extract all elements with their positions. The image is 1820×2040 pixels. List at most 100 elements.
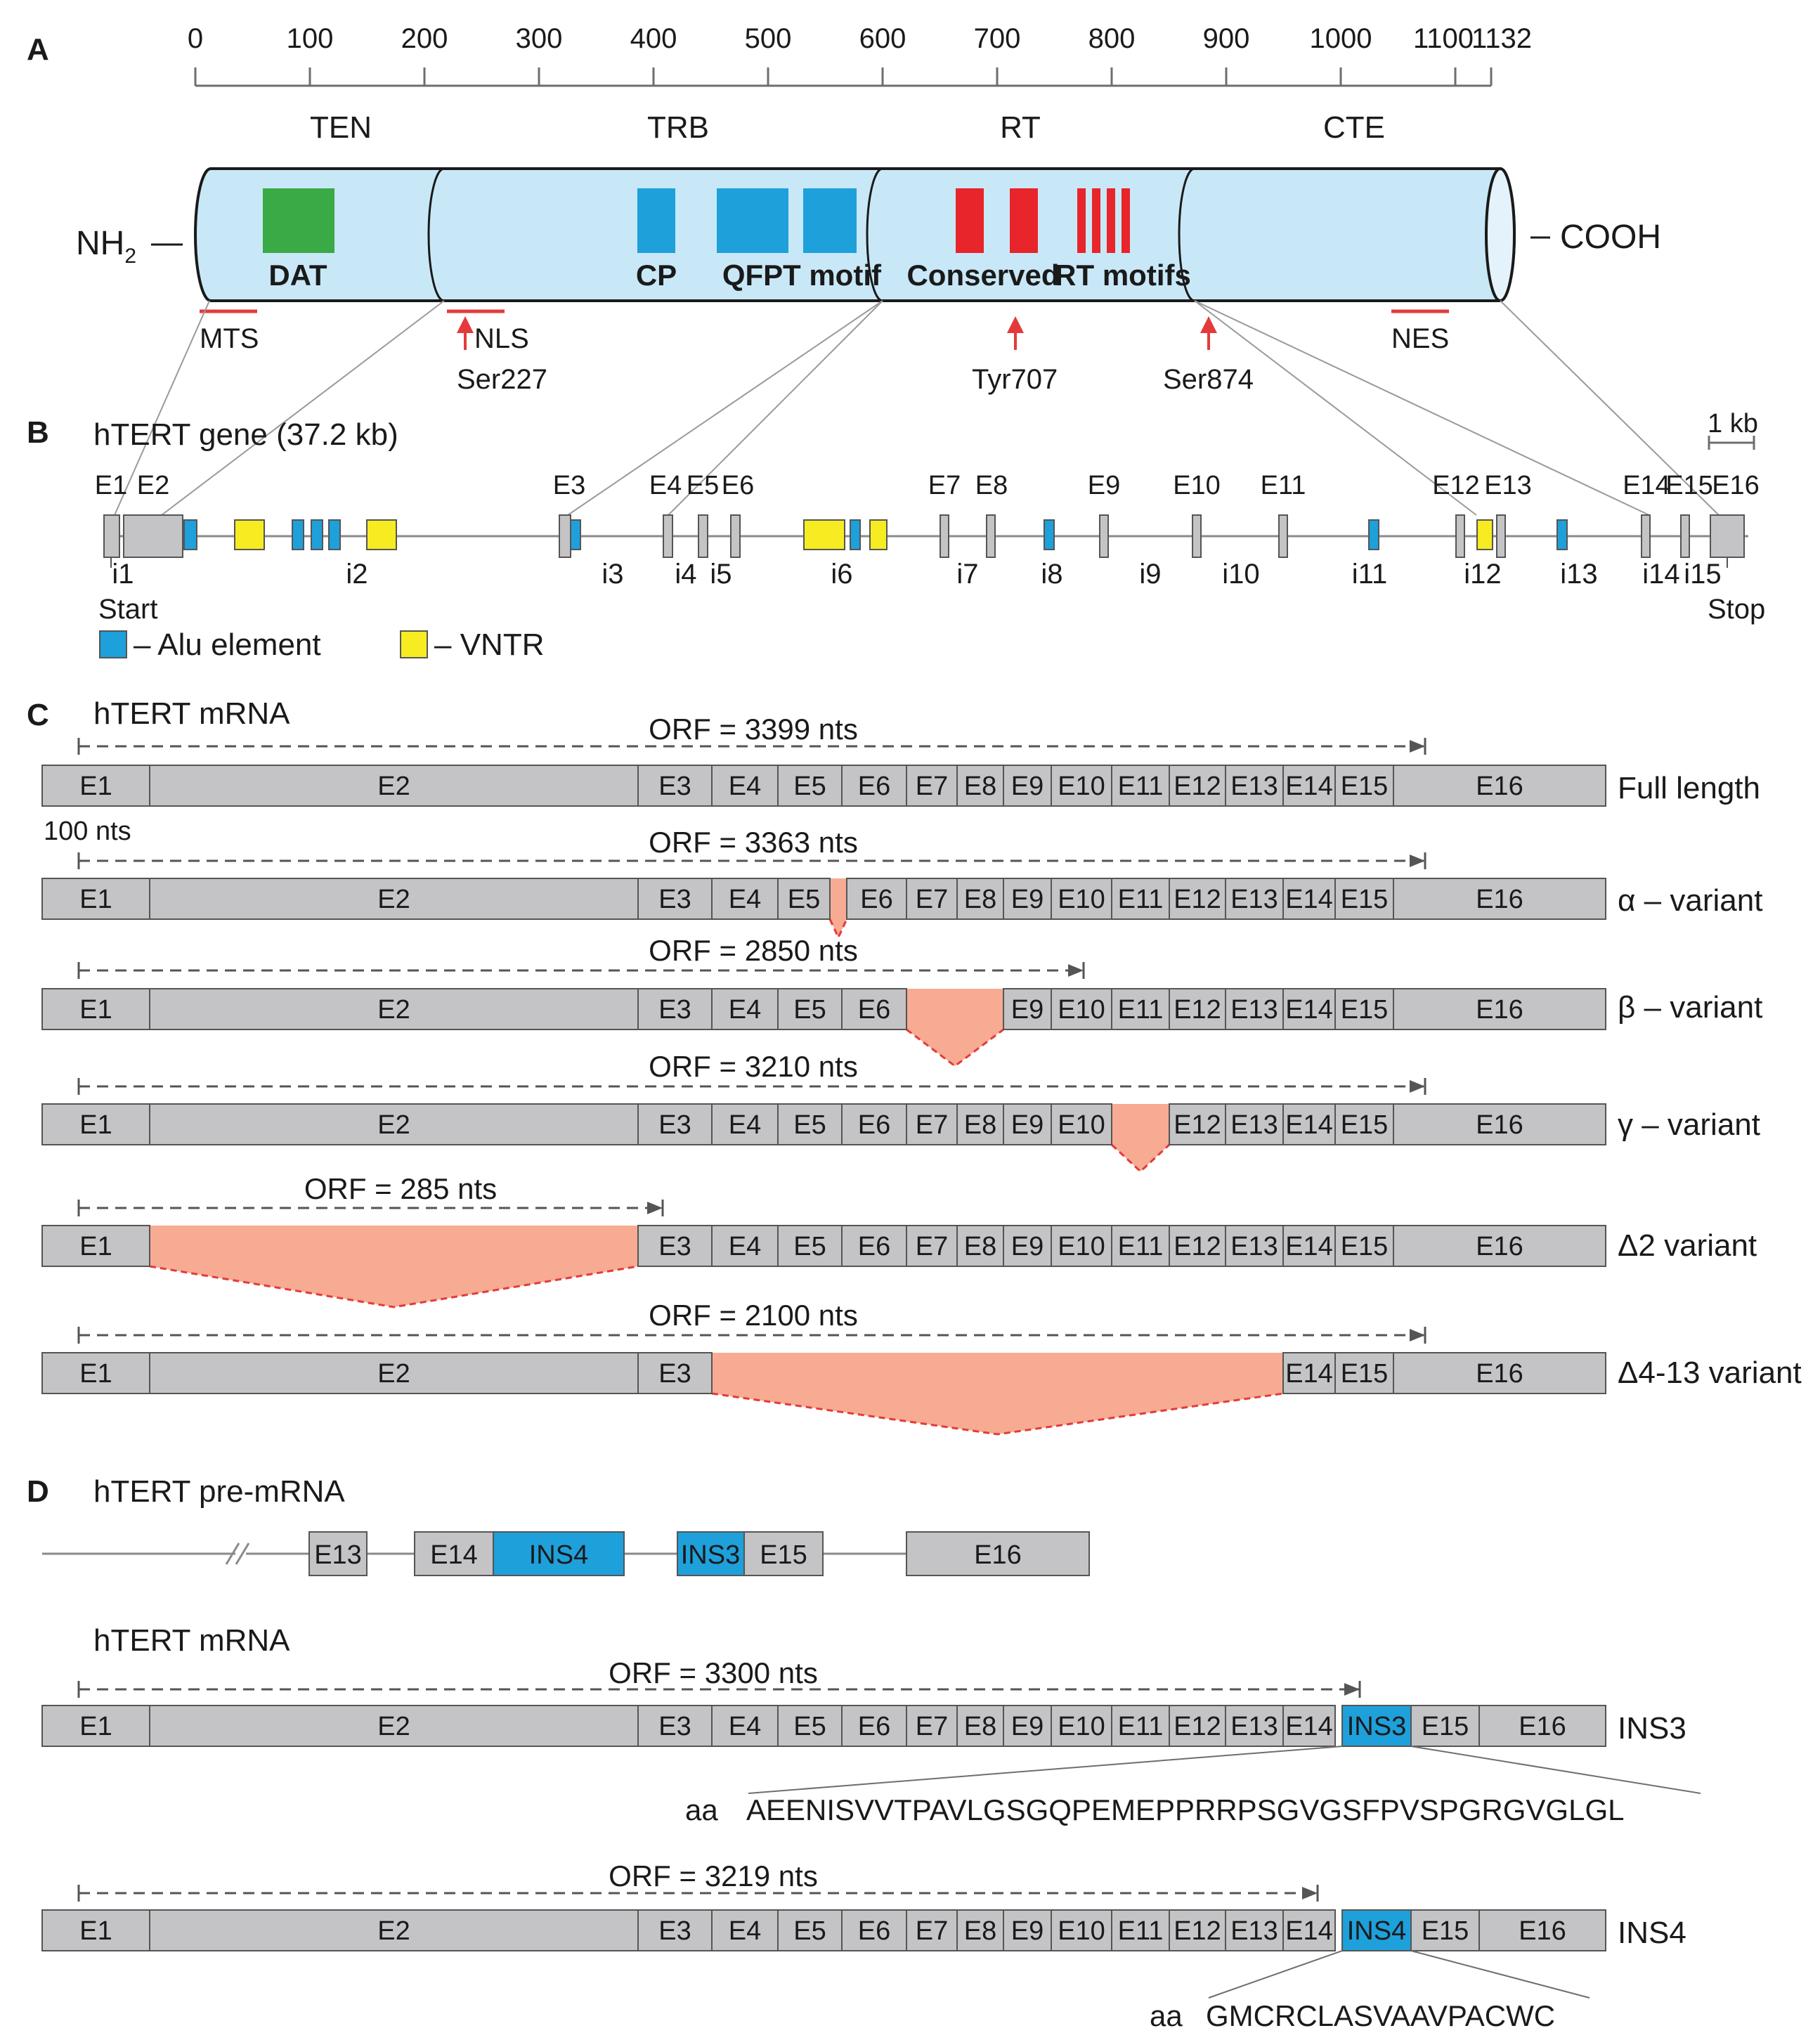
ins4-aa-sequence: GMCRCLASVAAVPACWC (1206, 1999, 1555, 2032)
mrna-exon (906, 878, 958, 920)
domain-label: RT (1000, 110, 1041, 145)
intron-label: i4 (675, 559, 696, 590)
mrna-exon-label: E13 (1230, 1916, 1278, 1946)
t-motif-block (803, 188, 857, 253)
deletion-region (712, 1353, 1283, 1434)
orf-length-label: ORF = 3219 nts (609, 1859, 818, 1892)
gene-exon-label: E2 (137, 471, 169, 500)
mrna-exon-label: E15 (1341, 1232, 1389, 1261)
mrna-exon (637, 878, 713, 920)
ruler-tick: 600 (859, 23, 906, 54)
mrna-exon-label: E9 (1011, 1232, 1044, 1261)
mrna-exon (841, 765, 907, 807)
vntr-legend-label: – VNTR (434, 628, 544, 662)
gene-exon-block (663, 514, 673, 558)
mrna-exon-label: E10 (1058, 1916, 1105, 1946)
mrna-exon-label: E9 (1011, 1110, 1044, 1140)
ins3-aa-sequence: AEENISVVTPAVLGSGQPEMEPPRRPSGVGSFPVSPGRGV… (746, 1793, 1624, 1826)
mrna-exon-label: E12 (1174, 772, 1221, 801)
mrna-exon (1393, 1103, 1606, 1145)
mrna-exon-label: E3 (658, 885, 691, 914)
mrna-exon-label: E7 (916, 1110, 948, 1140)
mrna-exon (1169, 1103, 1226, 1145)
mrna-exon (41, 1103, 150, 1145)
mrna-exon (41, 1705, 150, 1747)
mrna-exon (1334, 1352, 1394, 1394)
mts-label: MTS (200, 323, 259, 354)
mrna-exon-label: E16 (1476, 995, 1523, 1025)
gene-exon-block (1099, 514, 1109, 558)
mrna-exon (1003, 765, 1052, 807)
insertion-block (1341, 1705, 1412, 1747)
mrna-exon (1051, 1225, 1112, 1267)
mrna-exon-label: E15 (1341, 1110, 1389, 1140)
variant-label: γ – variant (1618, 1107, 1760, 1142)
mrna-exon-label: E16 (1476, 885, 1523, 914)
orf-length-label: ORF = 3363 nts (649, 826, 858, 859)
mrna-exon-label: E7 (916, 1916, 948, 1946)
gene-exon-label: E12 (1432, 471, 1480, 500)
mrna-exon (1169, 1909, 1226, 1951)
panel-d: D hTERT pre-mRNA E13 E14 INS4 INS3 E15 (27, 1474, 1701, 2032)
alu-legend-label: – Alu element (134, 628, 321, 662)
d-mrna-title: hTERT mRNA (93, 1623, 290, 1658)
mrna-exon-label: E4 (729, 1712, 761, 1741)
mrna-exon-label: E10 (1058, 1232, 1105, 1261)
mrna-exon-label: E1 (79, 1110, 112, 1140)
nls-label: NLS (474, 323, 529, 354)
orf-arrowhead (1410, 740, 1425, 753)
intron-label: i14 (1642, 559, 1679, 590)
pre-mrna-box-label: INS3 (681, 1540, 740, 1570)
mrna-exon (41, 765, 150, 807)
intron-label: i11 (1352, 559, 1387, 590)
mrna-exon (1225, 1705, 1284, 1747)
gene-exon-block (1641, 514, 1651, 558)
mrna-exon (637, 765, 713, 807)
orf-length-label: ORF = 2100 nts (649, 1299, 858, 1332)
intron-label: i2 (346, 559, 368, 590)
mrna-exon (1111, 988, 1170, 1030)
gene-exon-label: E1 (95, 471, 127, 500)
panel-a: A 0 100 200 (27, 23, 1720, 516)
phospho-site-label: Ser874 (1163, 364, 1254, 395)
mrna-exon-label: E9 (1011, 995, 1044, 1025)
mrna-exon (1225, 1909, 1284, 1951)
scale-bar-label: 1 kb (1708, 409, 1758, 438)
pre-mrna-diagram: E13 E14 INS4 INS3 E15 E16 (42, 1531, 1090, 1576)
ruler-tick: 1100 (1413, 23, 1474, 54)
mrna-exon-label: E4 (729, 1232, 761, 1261)
pre-mrna-box-label: E15 (760, 1540, 807, 1570)
mrna-exon (41, 988, 150, 1030)
mrna-exon (711, 988, 779, 1030)
deletion-outline (711, 1392, 1284, 1436)
ruler-tick: 100 (287, 23, 334, 54)
mrna-exon (1111, 878, 1170, 920)
mrna-exon (777, 1103, 843, 1145)
mrna-exon-label: E14 (1285, 1712, 1333, 1741)
mrna-exon (149, 1352, 639, 1394)
mrna-exon (1334, 988, 1394, 1030)
mrna-exon-label: E2 (377, 1110, 410, 1140)
deletion-outline (149, 1265, 639, 1308)
mrna-exon-label: E10 (1058, 772, 1105, 801)
mrna-exon-label: E11 (1118, 885, 1164, 914)
mrna-exon (956, 1909, 1004, 1951)
mrna-exon-label: E14 (1285, 1916, 1333, 1946)
gene-exon-block (698, 514, 708, 558)
mrna-exon (41, 878, 150, 920)
mrna-exon-label: E12 (1174, 1712, 1221, 1741)
mrna-exon-label: E4 (729, 995, 761, 1025)
mrna-exon (637, 1909, 713, 1951)
gene-exon-label: E15 (1665, 471, 1713, 500)
mrna-exon-label: E3 (658, 1916, 691, 1946)
mrna-exon (149, 1909, 639, 1951)
mrna-exon-label: E14 (1285, 1110, 1333, 1140)
mrna-exon (41, 1352, 150, 1394)
mrna-exon (711, 1225, 779, 1267)
phospho-site-label: Tyr707 (972, 364, 1058, 395)
mrna-exon-label: E5 (793, 1712, 826, 1741)
